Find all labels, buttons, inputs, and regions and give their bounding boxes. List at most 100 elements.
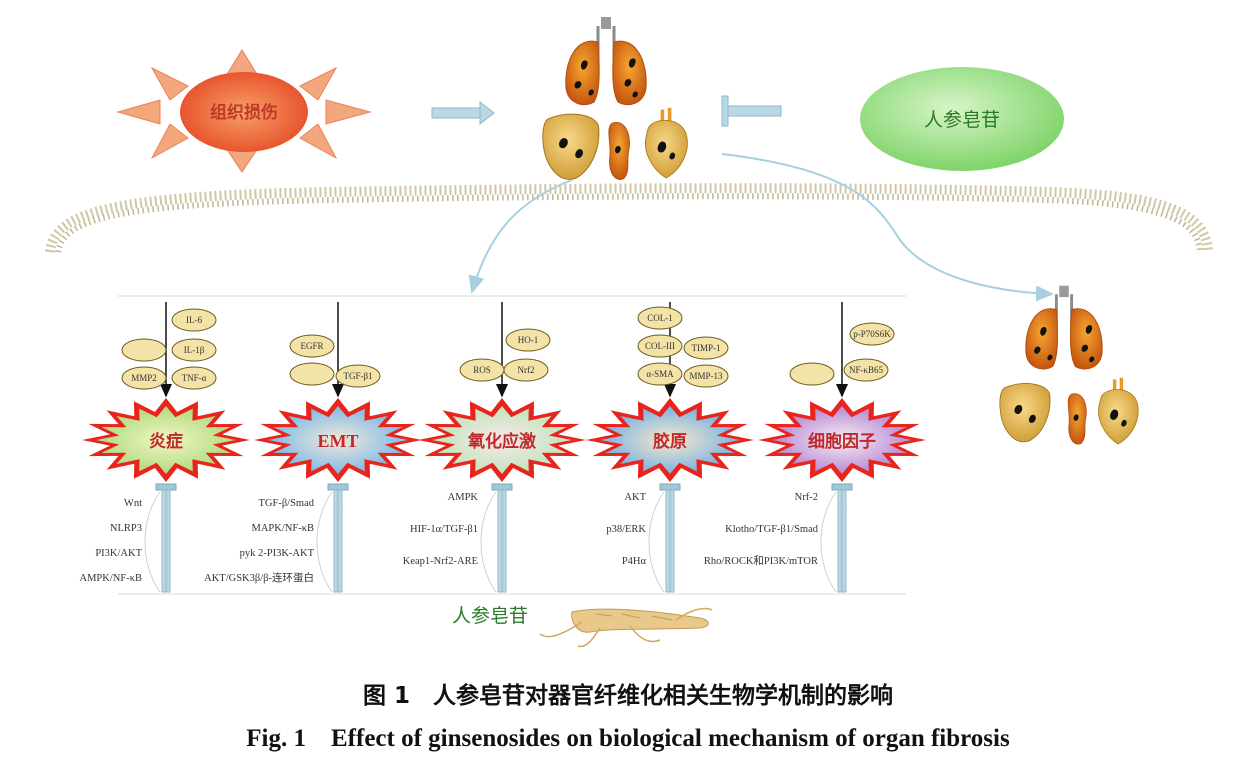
molecule-node: NF-κB65 <box>843 358 889 382</box>
pathway-label: Klotho/TGF-β1/Smad <box>725 524 819 535</box>
molecule-ellipse <box>121 338 167 362</box>
mechanism-columns: IL-6IL-1βTNF-αMMP2炎症WntNLRP3PI3K/AKTAMPK… <box>80 302 926 593</box>
category-burst-inner <box>432 406 572 474</box>
cell-membrane <box>45 183 1213 253</box>
molecule-label: Nrf2 <box>518 365 535 375</box>
molecule-ellipse <box>289 334 335 358</box>
category-label: 胶原 <box>653 431 687 452</box>
fibrotic-organs-top <box>542 15 690 180</box>
ginsenoside-inhibition-bar <box>721 95 782 127</box>
category-burst-inner <box>600 406 740 474</box>
pathway-label: Nrf-2 <box>795 492 818 503</box>
molecule-ellipse <box>843 358 889 382</box>
molecule-ellipse <box>683 336 729 360</box>
pathway-label: Wnt <box>124 498 142 509</box>
organ-to-mechanism-arrow <box>468 179 573 294</box>
molecule-ellipse <box>789 362 835 386</box>
pathway-label: HIF-1α/TGF-β1 <box>410 524 478 535</box>
molecule-ellipse <box>637 362 683 386</box>
inhibition-cap <box>831 483 853 491</box>
molecule-label: EGFR <box>300 341 323 351</box>
molecule-label: MMP-13 <box>689 371 723 381</box>
molecule-ellipse <box>171 366 217 390</box>
mechanism-column: IL-6IL-1βTNF-αMMP2炎症WntNLRP3PI3K/AKTAMPK… <box>80 302 250 593</box>
molecule-label: ROS <box>473 365 491 375</box>
pathway-brace <box>316 491 333 593</box>
molecule-label: TNF-α <box>182 373 207 383</box>
figure-caption-english: Fig. 1 Effect of ginsenosides on biologi… <box>246 725 1010 752</box>
tissue-injury-label: 组织损伤 <box>210 102 278 123</box>
pathway-brace <box>144 491 161 593</box>
molecule-ellipse <box>289 362 335 386</box>
pathway-label: Keap1-Nrf2-ARE <box>403 556 478 567</box>
inhibition-stem <box>837 489 847 593</box>
molecule-node: TGF-β1 <box>335 364 381 388</box>
molecule-node: TIMP-1 <box>683 336 729 360</box>
molecule-node: α-SMA <box>637 362 683 386</box>
pathway-label: AKT <box>624 492 646 503</box>
molecule-label: p-P70S6K <box>853 329 891 339</box>
pathway-label: MAPK/NF-κB <box>252 523 314 534</box>
molecule-ellipse <box>171 308 217 332</box>
inhibition-cap <box>155 483 177 491</box>
molecule-node: EGFR <box>289 334 335 358</box>
molecule-label: COL-1 <box>647 313 673 323</box>
inhibition-cap <box>659 483 681 491</box>
molecule-node: COL-1 <box>637 306 683 330</box>
molecule-label: HO-1 <box>518 335 539 345</box>
inhibition-stem <box>497 489 507 593</box>
pathway-label: Rho/ROCK和PI3K/mTOR <box>704 555 818 567</box>
pathway-label: PI3K/AKT <box>95 548 142 559</box>
molecule-label: TIMP-1 <box>692 343 721 353</box>
molecule-ellipse <box>505 328 551 352</box>
figure-caption-chinese: 图 1 人参皂苷对器官纤维化相关生物学机制的影响 <box>362 683 893 709</box>
pathway-label: p38/ERK <box>606 524 646 535</box>
molecule-ellipse <box>121 366 167 390</box>
category-burst-inner <box>96 406 236 474</box>
pathway-label: P4Hα <box>622 556 647 567</box>
molecule-ellipse <box>637 334 683 358</box>
molecule-node: Nrf2 <box>503 358 549 382</box>
molecule-label: TGF-β1 <box>343 371 372 381</box>
category-label: EMT <box>317 431 358 451</box>
molecule-ellipse <box>683 364 729 388</box>
molecule-label: IL-6 <box>186 315 202 325</box>
inhibition-cap <box>327 483 349 491</box>
molecule-node: IL-6 <box>171 308 217 332</box>
category-burst-inner <box>772 406 912 474</box>
molecule-node: p-P70S6K <box>849 322 895 346</box>
molecule-ellipse <box>503 358 549 382</box>
category-label: 氧化应激 <box>467 431 536 452</box>
molecule-node: IL-1β <box>171 338 217 362</box>
bottom-ginsenoside-label: 人参皂苷 <box>452 605 528 627</box>
pathway-brace <box>820 491 837 593</box>
molecule-node: COL-III <box>637 334 683 358</box>
molecule-node: MMP2 <box>121 366 167 390</box>
molecule-node: TNF-α <box>171 366 217 390</box>
molecule-ellipse <box>171 338 217 362</box>
molecule-label: MMP2 <box>131 373 157 383</box>
category-burst-inner <box>268 406 408 474</box>
recovered-organs <box>999 284 1140 446</box>
inhibition-cap <box>491 483 513 491</box>
pathway-brace <box>648 491 665 593</box>
inhibition-stem <box>665 489 675 593</box>
pathway-brace <box>480 491 497 593</box>
ginsenoside-ellipse <box>860 67 1064 171</box>
category-label: 炎症 <box>149 431 183 452</box>
molecule-label: IL-1β <box>184 345 205 355</box>
mechanism-column: p-P70S6KNF-κB65细胞因子Nrf-2Klotho/TGF-β1/Sm… <box>704 302 926 593</box>
molecule-node: MMP-13 <box>683 364 729 388</box>
tissue-injury-sun <box>116 49 372 173</box>
ginsenoside-label: 人参皂苷 <box>924 109 1000 131</box>
pathway-label: AKT/GSK3β/β-连环蛋白 <box>204 571 314 584</box>
molecule-node: HO-1 <box>505 328 551 352</box>
inhibition-stem <box>161 489 171 593</box>
injury-to-organ-arrow <box>431 100 495 126</box>
pathway-label: AMPK/NF-κB <box>80 573 142 584</box>
organ-to-recovered-arrow <box>721 153 1054 302</box>
